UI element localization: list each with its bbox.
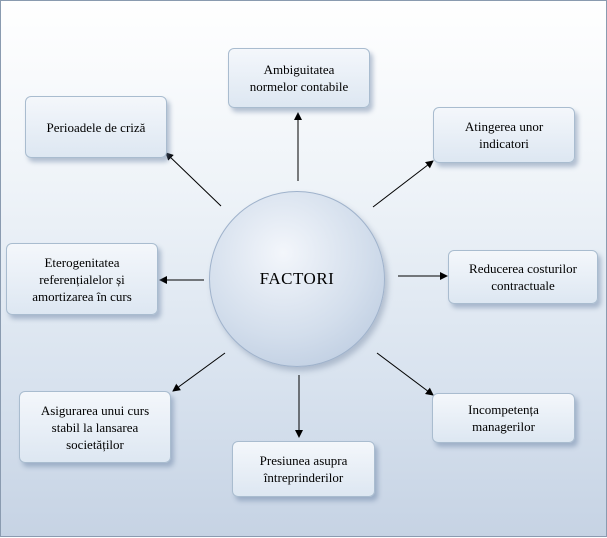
box-atingerea: Atingerea unor indicatori xyxy=(433,107,575,163)
box-ambiguitatea-label: Ambiguitatea normelor contabile xyxy=(249,62,349,94)
box-incompetenta: Incompetența managerilor xyxy=(432,393,575,443)
box-presiunea: Presiunea asupra întreprinderilor xyxy=(232,441,375,497)
arrow-incompetenta xyxy=(376,352,434,396)
box-eterogenitatea: Eterogenitatea referențialelor și amorti… xyxy=(6,243,158,315)
arrow-perioadele xyxy=(165,152,222,207)
box-reducerea: Reducerea costurilor contractuale xyxy=(448,250,598,304)
box-reducerea-label: Reducerea costurilor contractuale xyxy=(469,261,577,293)
arrow-asigurarea xyxy=(172,352,226,392)
box-eterogenitatea-label: Eterogenitatea referențialelor și amorti… xyxy=(32,254,132,304)
box-asigurarea: Asigurarea unui curs stabil la lansarea … xyxy=(19,391,171,463)
box-incompetenta-label: Incompetența managerilor xyxy=(468,402,539,434)
center-label: FACTORI xyxy=(259,269,335,288)
box-atingerea-label: Atingerea unor indicatori xyxy=(464,119,544,151)
box-asigurarea-label: Asigurarea unui curs stabil la lansarea … xyxy=(40,402,150,452)
box-presiunea-label: Presiunea asupra întreprinderilor xyxy=(259,453,348,485)
center-circle: FACTORI xyxy=(209,191,385,367)
box-ambiguitatea: Ambiguitatea normelor contabile xyxy=(228,48,370,108)
box-perioadele: Perioadele de criză xyxy=(25,96,167,158)
box-perioadele-label: Perioadele de criză xyxy=(46,119,146,135)
arrow-atingerea xyxy=(372,160,434,208)
